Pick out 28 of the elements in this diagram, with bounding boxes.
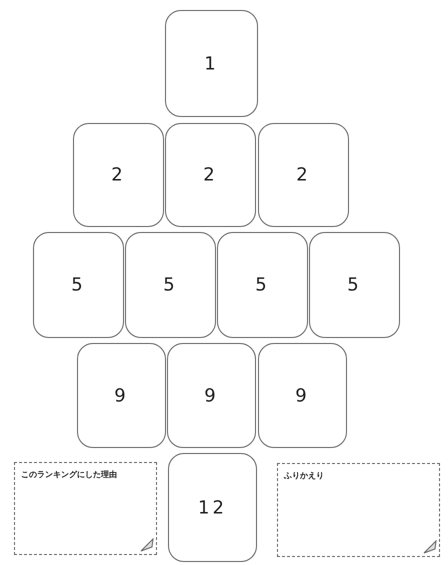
rank-card [165,10,258,117]
rank-number: 5 [70,274,87,296]
note-heading: このランキングにした理由 [21,469,117,480]
rank-number: 2 [295,164,312,186]
rank-number: 5 [346,274,363,296]
note-box [14,462,157,555]
rank-card [167,343,256,448]
rank-number: 2 [202,164,219,186]
rank-card [309,232,400,338]
rank-card [125,232,216,338]
rank-card [165,123,256,227]
rank-card [33,232,124,338]
rank-number: 9 [294,385,311,406]
rank-number: 1 [203,53,220,74]
note-heading: ふりかえり [284,470,324,481]
rank-number: 12 [197,497,228,518]
rank-number: 5 [162,274,179,296]
rank-card [258,343,347,448]
rank-card [258,123,349,227]
rank-number: 9 [203,385,220,406]
rank-card [217,232,308,338]
rank-card [168,453,257,562]
rank-card [73,123,164,227]
note-box [277,463,440,557]
rank-number: 2 [110,164,127,186]
rank-card [77,343,166,448]
rank-number: 9 [113,385,130,406]
rank-number: 5 [254,274,271,296]
